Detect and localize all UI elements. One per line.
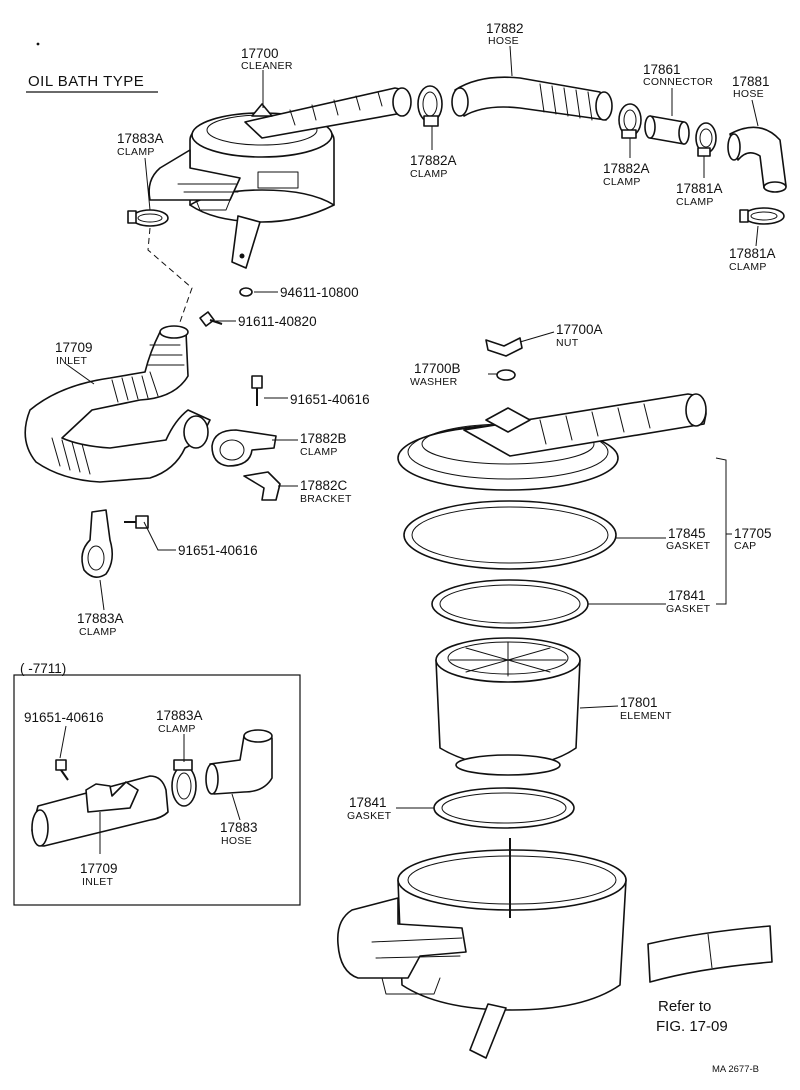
label-box-17883-desc: HOSE [221,835,252,847]
label-17709-desc: INLET [56,355,88,367]
label-17861: 17861 [643,62,681,77]
label-17881a-2-desc: CLAMP [729,261,767,273]
bracket-17882c-drawing [243,471,281,501]
label-17881a-1-desc: CLAMP [676,196,714,208]
clamp-17883a-bottom-drawing [81,509,114,578]
label-17882a-2-desc: CLAMP [603,176,641,188]
clamp-17882a-2-drawing [618,103,642,139]
gasket-17841-1-drawing [431,579,589,629]
label-17700a-desc: NUT [556,337,579,349]
dashed-link-clamp-to-inlet [147,227,193,323]
label-17700b-desc: WASHER [410,376,458,388]
label-91611: 91611-40820 [238,314,317,329]
clamp-17883a-top-drawing [127,209,169,227]
drawing-code: MA 2677-B [712,1064,759,1075]
label-17882c: 17882C [300,478,348,493]
label-box-17883: 17883 [220,820,258,835]
hose-17882-drawing [451,76,613,121]
title-text: OIL BATH TYPE [28,73,144,90]
refer-to-line2: FIG. 17-09 [656,1018,728,1035]
variant-box-label: ( -7711) [20,661,66,676]
label-94611: 94611-10800 [280,285,359,300]
cap-17705-drawing [397,393,707,491]
label-17705: 17705 [734,526,772,541]
label-17801-desc: ELEMENT [620,710,672,722]
label-17700a: 17700A [556,322,603,337]
bolt-91651-1-drawing [251,375,263,406]
washer-17700b-drawing [496,369,516,381]
gasket-17841-2-drawing [433,787,575,829]
label-17883a-top-desc: CLAMP [117,146,155,158]
label-17700: 17700 [241,46,279,61]
label-17861-desc: CONNECTOR [643,76,713,88]
label-91651-2: 91651-40616 [178,543,258,558]
label-17841-1: 17841 [668,588,706,603]
element-17801-drawing [435,637,581,776]
label-box-91651: 91651-40616 [24,710,104,725]
label-box-17883a-desc: CLAMP [158,723,196,735]
label-box-17883a: 17883A [156,708,203,723]
clamp-17881a-1-drawing [695,122,717,157]
variant-box [13,674,301,906]
label-17882: 17882 [486,21,524,36]
label-box-17709: 17709 [80,861,118,876]
label-17881a-1: 17881A [676,181,723,196]
inlet-17709-drawing [24,325,211,483]
clamp-17882b-drawing [211,429,277,467]
label-17709: 17709 [55,340,93,355]
gasket-17845-drawing [403,500,617,570]
connector-17861-drawing [644,115,690,145]
label-17841-2-desc: GASKET [347,810,392,822]
box-hose-17883-drawing [205,729,273,795]
label-17882a-2: 17882A [603,161,650,176]
label-17883a-bottom-desc: CLAMP [79,626,117,638]
diagram-title: OIL BATH TYPE [26,42,158,93]
washer-94611-drawing [239,287,253,297]
label-17700-desc: CLEANER [241,60,293,72]
label-box-17709-desc: INLET [82,876,114,888]
label-17845: 17845 [668,526,706,541]
label-17883a-bottom: 17883A [77,611,124,626]
nut-17700a-drawing [485,337,523,357]
cleaner-bowl-drawing [336,838,627,1059]
box-clamp-17883a-drawing [171,759,197,807]
label-17882c-desc: BRACKET [300,493,352,505]
label-17700b: 17700B [414,361,461,376]
bolt-91611-drawing [199,311,223,327]
box-bolt-91651-drawing [55,759,69,781]
label-17881-desc: HOSE [733,88,764,100]
label-17882-desc: HOSE [488,35,519,47]
label-17841-1-desc: GASKET [666,603,711,615]
label-17705-desc: CAP [734,540,757,552]
refer-to-line1: Refer to [658,998,711,1015]
label-17841-2: 17841 [349,795,387,810]
part-labels: 17700 CLEANER 17882 HOSE 17861 CONNECTOR… [24,21,776,1075]
label-17845-desc: GASKET [666,540,711,552]
hose-17881-drawing [727,126,787,193]
leader-lines [59,45,759,854]
label-17882a-1-desc: CLAMP [410,168,448,180]
label-17883a-top: 17883A [117,131,164,146]
label-17882b-desc: CLAMP [300,446,338,458]
clamp-17881a-2-drawing [739,207,785,225]
label-17881a-2: 17881A [729,246,776,261]
box-inlet-17709-drawing [31,775,169,847]
clamp-17882a-1-drawing [417,85,443,127]
label-17882a-1: 17882A [410,153,457,168]
label-17801: 17801 [620,695,658,710]
refer-element-drawing [647,925,773,983]
label-17882b: 17882B [300,431,347,446]
label-91651-1: 91651-40616 [290,392,370,407]
label-17881: 17881 [732,74,770,89]
cleaner-assembly-drawing [148,87,412,269]
